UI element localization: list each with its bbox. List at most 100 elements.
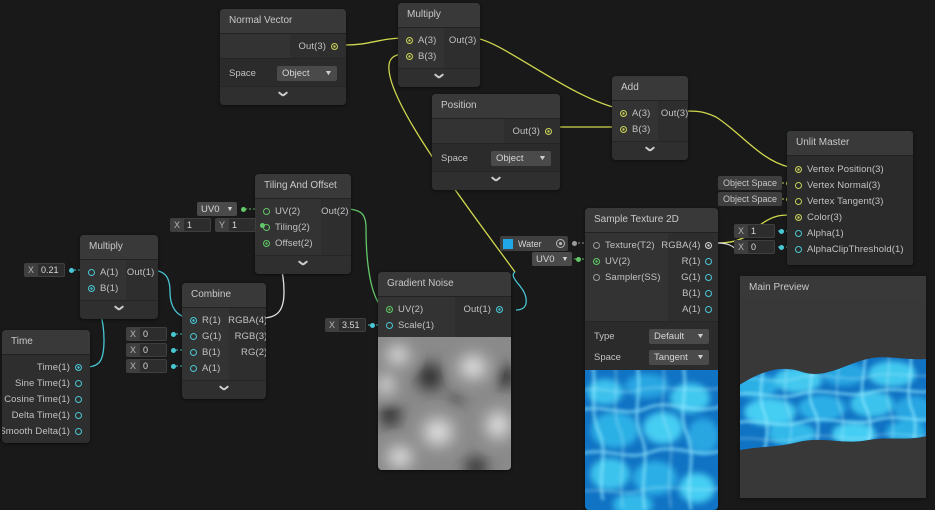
port-out[interactable]: Out(3) [658, 105, 688, 121]
combine-b-field[interactable]: X 0 [126, 343, 168, 357]
port-offset[interactable]: Offset(2) [255, 235, 321, 251]
port-g[interactable]: G(1) [668, 269, 718, 285]
field-value[interactable]: 1 [184, 219, 211, 231]
port-r[interactable]: R(1) [182, 312, 229, 328]
uv0-dropdown[interactable]: UV0 ▼ [532, 252, 573, 266]
port-dot-icon[interactable] [386, 321, 393, 329]
widget-noise-scale[interactable]: X 3.51 [325, 318, 376, 332]
space-dropdown[interactable]: Object ▼ [277, 66, 337, 81]
port-rgba[interactable]: RGBA(4) [661, 237, 718, 253]
port-dot-icon[interactable] [88, 284, 95, 292]
port-sine-time[interactable]: Sine Time(1) [2, 375, 90, 391]
widget-combine-b[interactable]: X 0 [126, 343, 177, 357]
widget-port-dot-icon[interactable] [171, 347, 177, 353]
port-r[interactable]: R(1) [668, 253, 718, 269]
field-value[interactable]: 0 [748, 241, 775, 253]
widget-vertex-tangent-space[interactable]: Object Space [718, 192, 792, 206]
port-b[interactable]: B(1) [668, 285, 718, 301]
port-time[interactable]: Time(1) [2, 359, 90, 375]
widget-tiling-xy[interactable]: X 1 Y 1 [170, 218, 266, 232]
collapse-toggle[interactable] [220, 86, 346, 105]
port-dot-icon[interactable] [263, 207, 270, 215]
port-b[interactable]: B(1) [80, 280, 126, 296]
port-out[interactable]: Out(3) [444, 32, 480, 48]
port-dot-icon[interactable] [406, 36, 413, 44]
noise-scale-field[interactable]: X 3.51 [325, 318, 367, 332]
port-dot-icon[interactable] [620, 109, 627, 117]
node-gradient-noise[interactable]: Gradient Noise UV(2) Scale(1) Out(1) [378, 272, 511, 470]
port-dot-icon[interactable] [75, 379, 82, 387]
widget-port-dot-icon[interactable] [260, 222, 266, 228]
port-alpha-clip-threshold[interactable]: AlphaClipThreshold(1) [787, 241, 913, 257]
port-rgba[interactable]: RGBA(4) [228, 312, 266, 328]
port-dot-icon[interactable] [331, 42, 338, 50]
widget-vertex-normal-space[interactable]: Object Space [718, 176, 792, 190]
port-a[interactable]: A(3) [612, 105, 658, 121]
node-combine[interactable]: Combine R(1) G(1) B(1) A(1) [182, 283, 266, 399]
field-value[interactable]: 1 [229, 219, 256, 231]
widget-combine-a[interactable]: X 0 [126, 359, 177, 373]
field-value[interactable]: 1 [748, 225, 775, 237]
port-dot-icon[interactable] [795, 245, 802, 253]
port-color[interactable]: Color(3) [787, 209, 913, 225]
node-tiling-and-offset[interactable]: Tiling And Offset UV(2) Tiling(2) Offset… [255, 174, 351, 274]
widget-combine-g[interactable]: X 0 [126, 327, 177, 341]
alphaclip-value-field[interactable]: X 0 [734, 240, 776, 254]
port-dot-icon[interactable] [795, 197, 802, 205]
port-cosine-time[interactable]: Cosine Time(1) [2, 391, 90, 407]
port-dot-icon[interactable] [190, 348, 197, 356]
widget-texture-property[interactable]: Water [500, 236, 577, 251]
type-dropdown[interactable]: Default ▼ [649, 329, 709, 344]
combine-a-field[interactable]: X 0 [126, 359, 168, 373]
texture-property-field[interactable]: Water [500, 236, 568, 251]
node-add[interactable]: Add A(3) B(3) Out(3) [612, 76, 688, 160]
port-out[interactable]: Out(1) [126, 264, 158, 280]
tiling-x-field[interactable]: X 1 [170, 218, 212, 232]
port-rg[interactable]: RG(2) [229, 344, 266, 360]
port-dot-icon[interactable] [386, 305, 393, 313]
field-value[interactable]: 0 [140, 328, 167, 340]
port-dot-icon[interactable] [190, 316, 197, 324]
setting-type[interactable]: Type Default ▼ [585, 326, 718, 347]
widget-port-dot-icon[interactable] [171, 331, 177, 337]
widget-port-dot-icon[interactable] [241, 206, 247, 212]
port-uv[interactable]: UV(2) [585, 253, 668, 269]
port-dot-icon[interactable] [190, 364, 197, 372]
node-time[interactable]: Time Time(1) Sine Time(1) Cosine Time(1)… [2, 330, 90, 443]
port-dot-icon[interactable] [705, 305, 713, 313]
field-value[interactable]: 3.51 [339, 319, 366, 331]
port-dot-icon[interactable] [795, 165, 802, 173]
port-out[interactable]: Out(1) [455, 301, 511, 317]
port-a[interactable]: A(1) [668, 301, 718, 317]
tiling-y-field[interactable]: Y 1 [215, 218, 257, 232]
multiply-a-field[interactable]: X 0.21 [24, 263, 66, 277]
port-vertex-tangent[interactable]: Vertex Tangent(3) [787, 193, 913, 209]
port-out[interactable]: Out(3) [504, 123, 560, 139]
port-smooth-delta[interactable]: Smooth Delta(1) [2, 423, 90, 439]
widget-port-dot-icon[interactable] [572, 241, 577, 246]
port-dot-icon[interactable] [88, 268, 95, 276]
port-dot-icon[interactable] [795, 181, 802, 189]
collapse-toggle[interactable] [398, 68, 480, 87]
space-dropdown[interactable]: Object ▼ [491, 151, 551, 166]
port-uv[interactable]: UV(2) [378, 301, 455, 317]
combine-g-field[interactable]: X 0 [126, 327, 168, 341]
port-scale[interactable]: Scale(1) [378, 317, 455, 333]
widget-multiply-a[interactable]: X 0.21 [24, 263, 75, 277]
port-dot-icon[interactable] [620, 125, 627, 133]
port-dot-icon[interactable] [496, 305, 503, 313]
collapse-toggle[interactable] [182, 380, 266, 399]
setting-space[interactable]: Space Object ▼ [220, 63, 346, 84]
widget-port-dot-icon[interactable] [370, 322, 376, 328]
node-unlit-master[interactable]: Unlit Master Vertex Position(3) Vertex N… [787, 131, 913, 265]
node-sample-texture-2d[interactable]: Sample Texture 2D Texture(T2) UV(2) Samp… [585, 208, 718, 510]
port-vertex-normal[interactable]: Vertex Normal(3) [787, 177, 913, 193]
port-a[interactable]: A(3) [398, 32, 444, 48]
port-sampler[interactable]: Sampler(SS) [585, 269, 668, 285]
port-alpha[interactable]: Alpha(1) [787, 225, 913, 241]
field-value[interactable]: 0.21 [38, 264, 65, 276]
space-dropdown[interactable]: Tangent ▼ [649, 350, 709, 365]
port-out[interactable]: Out(3) [290, 38, 346, 54]
port-dot-icon[interactable] [705, 257, 713, 265]
widget-alpha-field[interactable]: X 1 [734, 224, 785, 238]
